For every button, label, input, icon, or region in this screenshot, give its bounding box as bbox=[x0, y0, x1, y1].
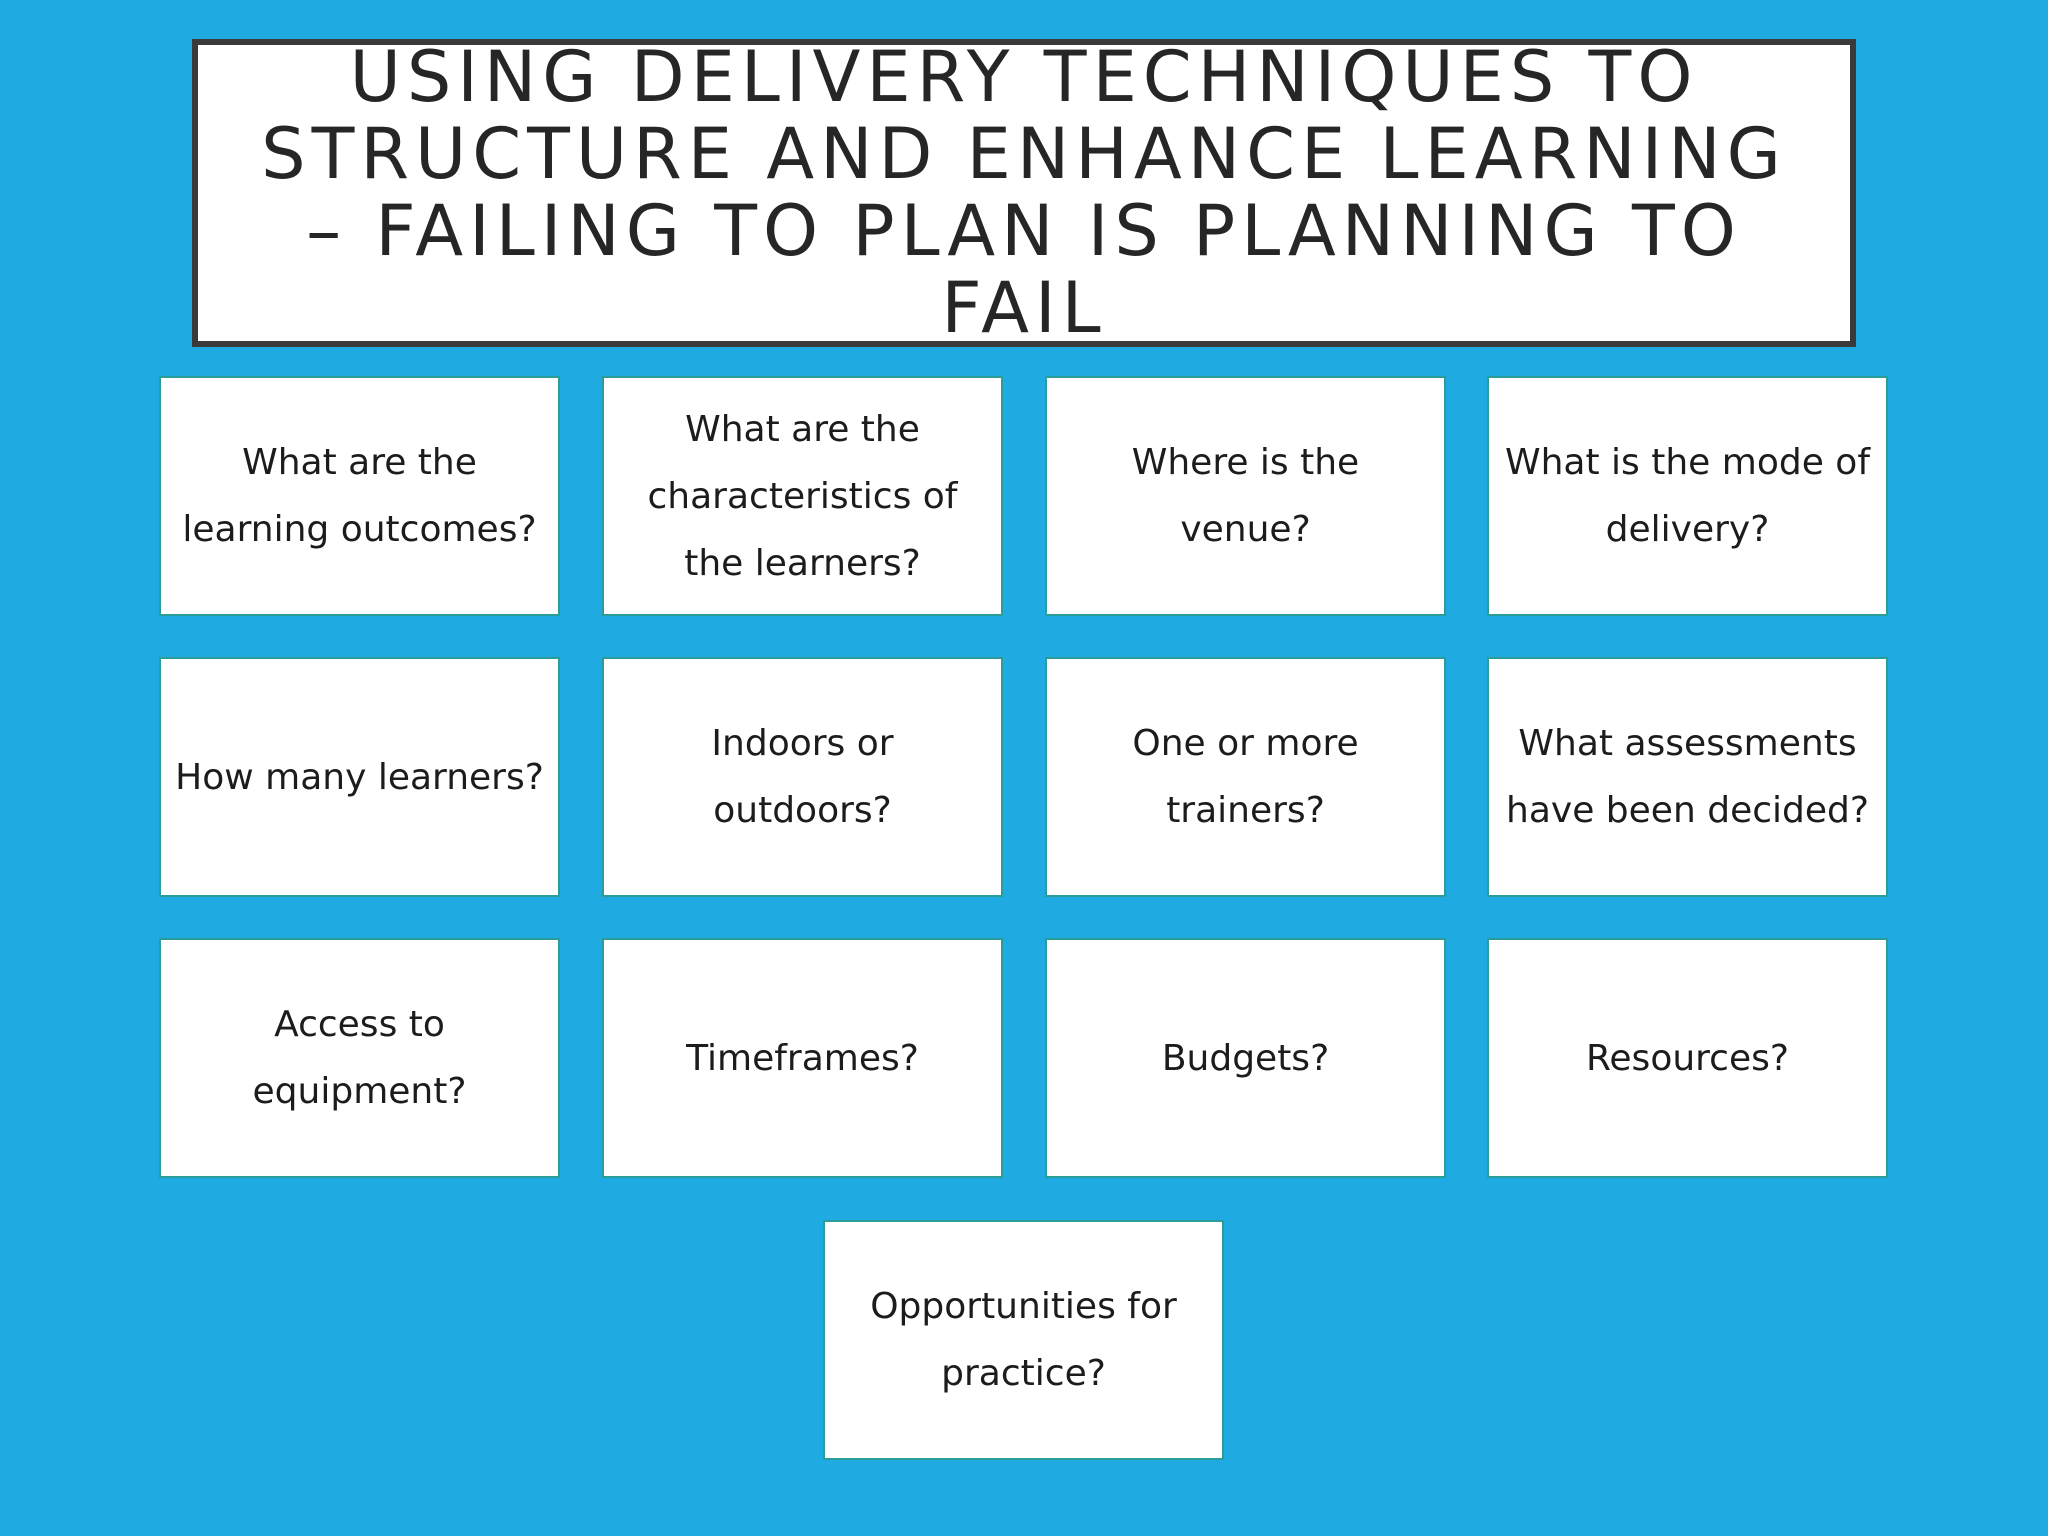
card-label: One or more trainers? bbox=[1132, 723, 1359, 831]
card-resources: Resources? bbox=[1487, 938, 1888, 1178]
card-label: Indoors or outdoors? bbox=[711, 723, 894, 831]
card-mode-of-delivery: What is the mode of delivery? bbox=[1487, 376, 1888, 616]
card-label: Access to equipment? bbox=[252, 1004, 467, 1112]
card-label: Resources? bbox=[1586, 1037, 1789, 1079]
card-label: Opportunities for practice? bbox=[870, 1286, 1177, 1394]
slide-title: Using delivery techniques to structure a… bbox=[261, 36, 1787, 349]
card-label: What is the mode of delivery? bbox=[1505, 442, 1870, 550]
card-equipment-access: Access to equipment? bbox=[159, 938, 560, 1178]
card-trainers: One or more trainers? bbox=[1045, 657, 1446, 897]
card-budgets: Budgets? bbox=[1045, 938, 1446, 1178]
card-number-of-learners: How many learners? bbox=[159, 657, 560, 897]
card-timeframes: Timeframes? bbox=[602, 938, 1003, 1178]
card-assessments: What assessments have been decided? bbox=[1487, 657, 1888, 897]
card-label: Where is the venue? bbox=[1131, 442, 1360, 550]
card-indoors-outdoors: Indoors or outdoors? bbox=[602, 657, 1003, 897]
card-label: Budgets? bbox=[1161, 1037, 1330, 1079]
card-label: Timeframes? bbox=[686, 1037, 919, 1079]
card-label: What are the learning outcomes? bbox=[182, 442, 537, 550]
card-learner-characteristics: What are the characteristics of the lear… bbox=[602, 376, 1003, 616]
title-box: Using delivery techniques to structure a… bbox=[192, 39, 1856, 347]
card-venue: Where is the venue? bbox=[1045, 376, 1446, 616]
card-practice-opportunities: Opportunities for practice? bbox=[823, 1220, 1224, 1460]
card-label: What are the characteristics of the lear… bbox=[647, 408, 958, 584]
card-label: What assessments have been decided? bbox=[1506, 723, 1869, 831]
card-learning-outcomes: What are the learning outcomes? bbox=[159, 376, 560, 616]
card-label: How many learners? bbox=[175, 756, 544, 798]
